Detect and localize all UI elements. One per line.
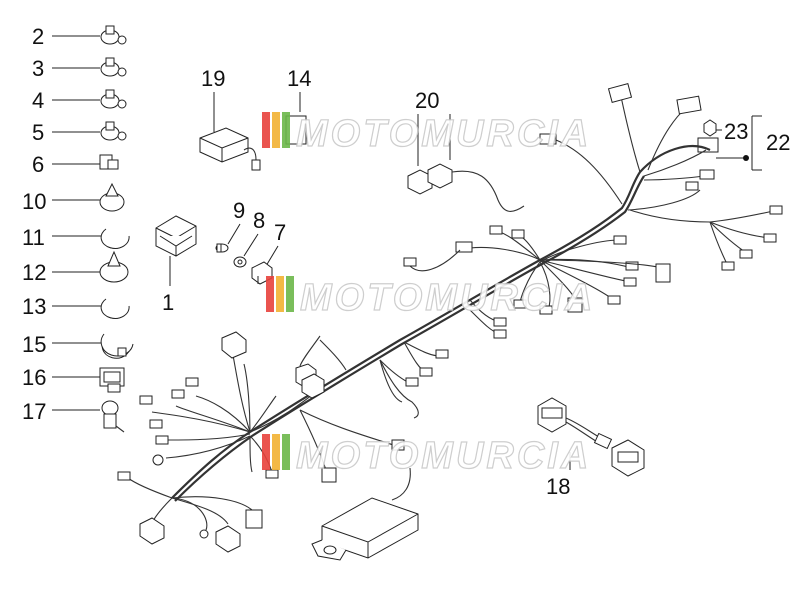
hose-clamp-part-2 — [100, 25, 127, 45]
cable-tie-part-12 — [99, 250, 129, 283]
part-19-relay: 19 — [199, 66, 261, 171]
hose-clamp-part-5 — [100, 121, 127, 141]
band-clamp-part-13 — [100, 298, 130, 319]
hose-clamp-part-4 — [100, 89, 127, 109]
callout-7: 7 — [274, 220, 286, 245]
part-14-bracket: 14 — [285, 66, 311, 145]
part-8-washer: 8 — [233, 208, 265, 268]
callout-20: 20 — [415, 88, 439, 113]
part-22-23-group: 23 22 — [697, 115, 790, 171]
callout-3: 3 — [32, 56, 44, 81]
callout-22: 22 — [766, 130, 790, 155]
watermark-text-middle: MOTOMURCIA — [300, 277, 595, 319]
part-1-cover: 1 — [155, 215, 197, 315]
band-clamp-part-11 — [100, 228, 130, 249]
watermark-middle: MOTOMURCIA — [266, 276, 595, 320]
callout-18: 18 — [546, 474, 570, 499]
terminal-dot — [743, 155, 749, 161]
callout-14: 14 — [287, 66, 311, 91]
callout-2: 2 — [32, 24, 44, 49]
part-9-screw: 9 — [215, 198, 245, 253]
callout-17: 17 — [22, 399, 46, 424]
watermark-text-top: MOTOMURCIA — [296, 113, 591, 155]
cable-tie-part-10 — [99, 182, 125, 212]
callout-19: 19 — [201, 66, 225, 91]
part-20-connectors: 20 — [407, 88, 525, 212]
hose-clamp-part-3 — [100, 57, 127, 77]
callout-23: 23 — [724, 119, 748, 144]
clip-part-17 — [101, 400, 125, 433]
watermark-text-bottom: MOTOMURCIA — [296, 435, 591, 477]
callout-13: 13 — [22, 294, 46, 319]
control-unit-box — [311, 497, 419, 561]
band-clamp-part-15 — [100, 333, 134, 359]
callout-8: 8 — [253, 208, 265, 233]
cable-clip-part-6 — [99, 154, 119, 170]
callout-12: 12 — [22, 260, 46, 285]
callout-16: 16 — [22, 365, 46, 390]
main-wiring-harness — [117, 83, 783, 561]
bracket-part-16 — [99, 367, 125, 393]
callout-5: 5 — [32, 120, 44, 145]
callout-6: 6 — [32, 152, 44, 177]
callout-4: 4 — [32, 88, 44, 113]
callout-9: 9 — [233, 198, 245, 223]
callout-10: 10 — [22, 189, 46, 214]
left-parts-column: 2 3 4 5 6 — [22, 24, 134, 433]
watermark-bottom: MOTOMURCIA — [262, 434, 591, 478]
callout-1: 1 — [162, 290, 174, 315]
callout-11: 11 — [22, 225, 45, 250]
callout-15: 15 — [22, 332, 46, 357]
watermark-top: MOTOMURCIA — [262, 112, 591, 156]
part-18-adapter-cable: 18 — [537, 397, 645, 499]
